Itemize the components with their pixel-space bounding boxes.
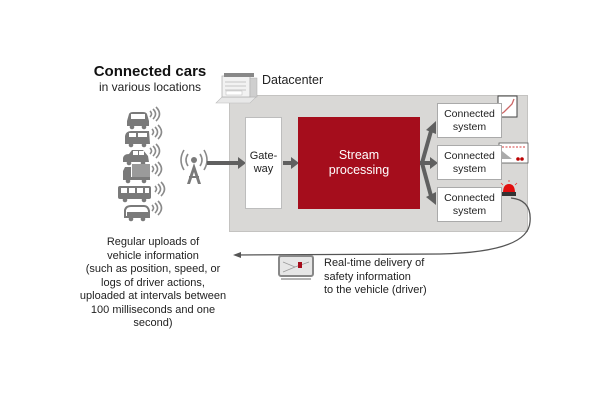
van-icon [125, 131, 150, 148]
uploads-line: second) [133, 317, 173, 329]
dashboard-chart-icon [498, 142, 529, 164]
delivery-description: Real-time delivery of safety information… [324, 257, 427, 298]
uploads-line: vehicle information [107, 249, 199, 262]
page-title: Connected cars [93, 63, 207, 80]
flow-arrows [207, 121, 438, 205]
bus-icon [118, 186, 151, 203]
uploads-line: uploaded at intervals between [79, 290, 227, 302]
sedan-icon [127, 112, 149, 130]
uploads-line: logs of driver actions, [101, 276, 205, 289]
antenna-tower-icon [180, 149, 208, 184]
connected-system-label: Connected [444, 191, 495, 204]
minivan-icon [124, 205, 150, 222]
uploads-line: (such as position, speed, or [85, 263, 221, 275]
signal-wave-icons [149, 106, 166, 216]
delivery-line: Real-time delivery of [324, 257, 425, 269]
stream-processing-box: Stream processing [298, 117, 420, 209]
connected-system-label: system [452, 204, 487, 217]
alarm-beacon-icon [500, 180, 518, 196]
truck-icon [123, 164, 150, 184]
connected-system-label: system [452, 162, 487, 175]
delivery-line: safety information [324, 270, 411, 283]
delivery-line: to the vehicle (driver) [324, 284, 427, 296]
page-subtitle: in various locations [98, 80, 202, 94]
uploads-line: 100 milliseconds and one [90, 303, 216, 316]
uploads-line: Regular uploads of [106, 236, 200, 248]
vehicle-icons [118, 112, 151, 222]
delivery-arrow [233, 197, 531, 258]
connected-system-label: Connected [444, 107, 495, 120]
car-navigation-display-icon [278, 255, 314, 280]
gateway-label-line1: Gate- [249, 150, 278, 162]
connected-system-label: system [452, 120, 487, 133]
hatchback-icon [123, 150, 149, 166]
uploads-description: Regular uploads of vehicle information (… [70, 236, 236, 331]
gateway-label-line2: way [253, 163, 274, 175]
server-icon [215, 73, 258, 104]
connected-system-label: Connected [444, 149, 495, 162]
datacenter-label: Datacenter [262, 73, 324, 87]
gateway-box: Gate- way [245, 117, 282, 209]
stream-label-line2: processing [328, 163, 390, 177]
stream-label-line1: Stream [338, 148, 380, 162]
